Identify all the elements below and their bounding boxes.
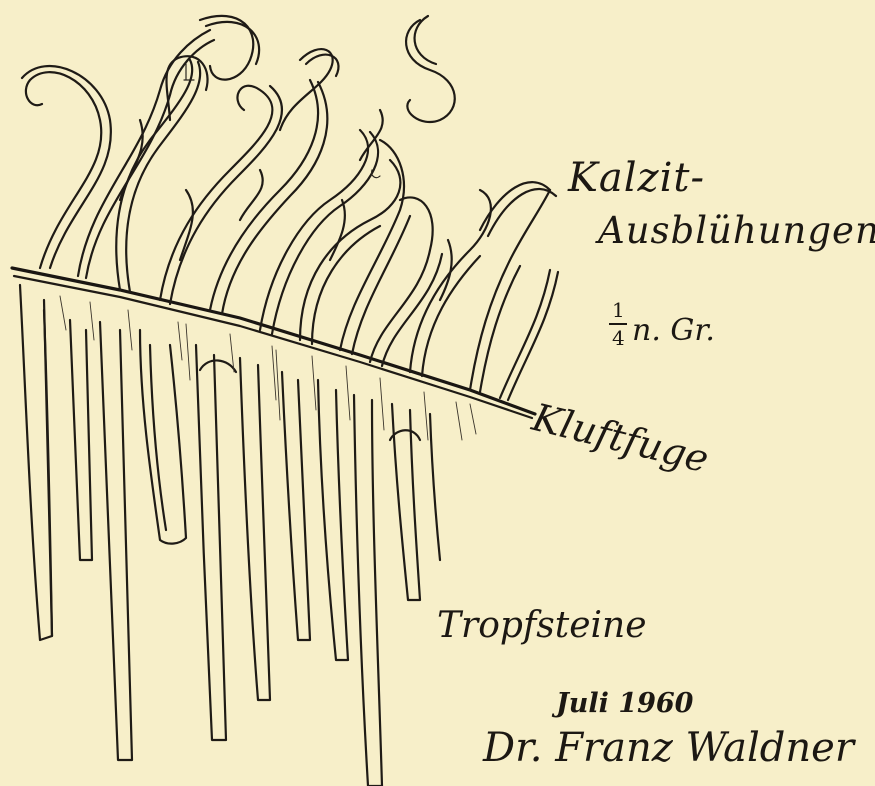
author-signature: Dr. Franz Waldner — [483, 728, 854, 768]
label-ausbluehungen: Ausblühungen — [598, 212, 875, 249]
label-tropfsteine: Tropfsteine — [437, 608, 647, 644]
date-label: Juli 1960 — [556, 690, 693, 717]
scale-fraction-bar — [609, 323, 627, 325]
calcite-efflorescence — [22, 16, 558, 400]
scale-numerator: 1 — [612, 300, 625, 320]
scale-denominator: 4 — [612, 328, 625, 348]
stalactites — [20, 285, 476, 786]
label-kalzit: Kalzit- — [568, 158, 705, 198]
scale-label: n. Gr. — [632, 316, 715, 346]
fissure-line — [12, 268, 535, 418]
